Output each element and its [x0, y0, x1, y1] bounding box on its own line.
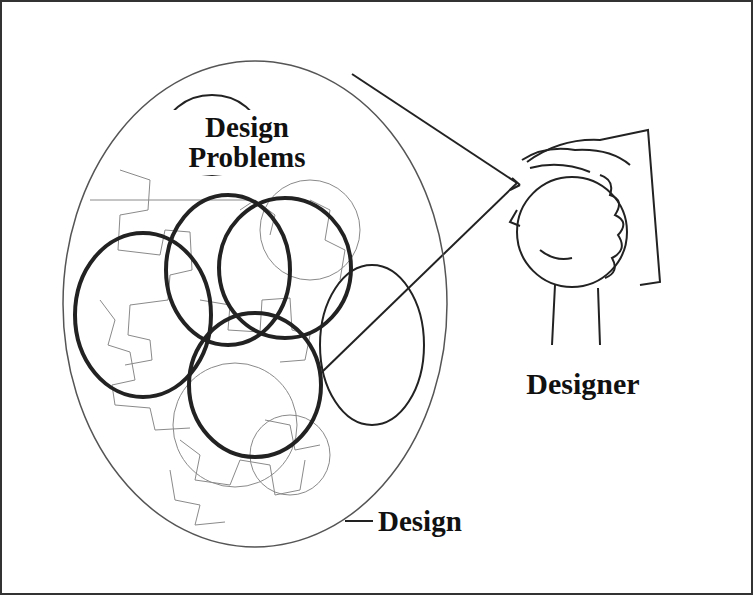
- sight-lines: [322, 74, 517, 372]
- design-ellipse: Design ProblemsDesign: [62, 60, 448, 548]
- ellipse-shape: [63, 61, 447, 547]
- designer-figure: [510, 130, 660, 345]
- problem-circles: [75, 95, 424, 457]
- heading-label: Design Problems: [158, 110, 336, 175]
- leader-line: [345, 520, 373, 522]
- figure-label: Designer: [526, 368, 639, 400]
- ellipse-label: Design: [378, 506, 462, 536]
